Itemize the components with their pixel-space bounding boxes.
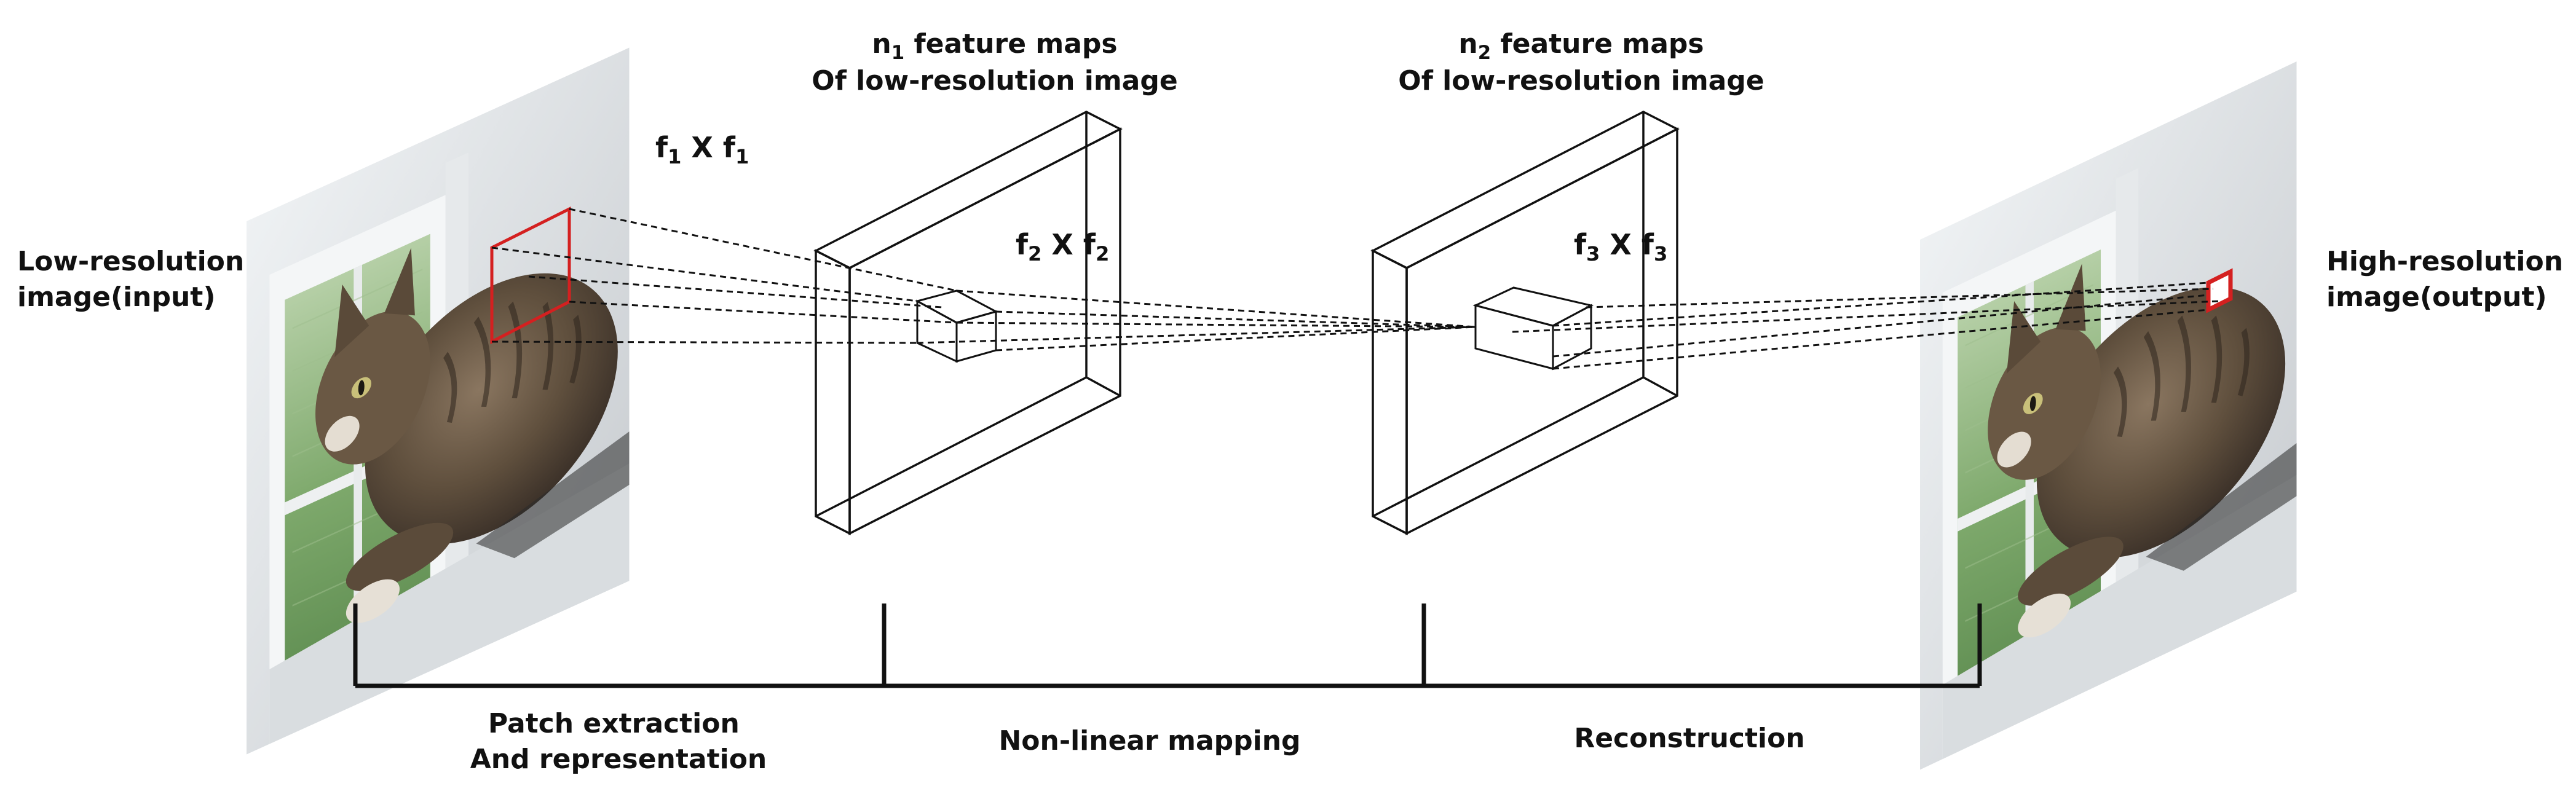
output-label: High-resolution image(output) [2326,246,2572,313]
stage-3-label: Reconstruction [1574,723,1804,754]
feature-map-block-1 [813,111,1123,535]
feature-maps-2-subtitle: Of low-resolution image [1398,65,1764,96]
projection-lines [491,208,2220,370]
input-label-line1: Low-resolution [17,246,244,277]
input-image [247,48,630,755]
filter2-b-sub: 2 [1096,242,1109,265]
filter2-a-sub: 2 [1028,242,1041,265]
stage-1-label: Patch extraction And representation [470,708,767,775]
output-image [1920,61,2297,770]
feature-map-block-2 [1370,111,1680,535]
filter2-b: f [1083,228,1096,261]
feature-maps-1-n-sub: 1 [891,42,904,64]
filter3-a-sub: 3 [1586,242,1600,265]
feature-maps-1-title: n1 feature maps [872,28,1117,64]
filter3-x: X [1600,228,1642,261]
output-label-line1: High-resolution [2326,246,2563,277]
stage-bracket [353,603,1982,688]
filter-size-2: f2 X f2 [1016,228,1109,265]
feature-maps-2-n: n [1458,28,1477,60]
filter2-x: X [1041,228,1083,261]
feature-maps-1-n: n [872,28,891,60]
feature-maps-2-title: n2 feature maps [1458,28,1704,64]
filter3-a: f [1574,228,1587,261]
feature-maps-1-subtitle: Of low-resolution image [812,65,1177,96]
filter-size-3: f3 X f3 [1574,228,1667,265]
stage-2-label: Non-linear mapping [998,725,1300,757]
output-patch-outline [2206,268,2233,313]
input-label: Low-resolution image(input) [17,246,254,313]
feature-maps-1-rest: feature maps [904,28,1117,60]
output-label-line2: image(output) [2326,281,2547,313]
filter-box-2 [1472,286,1594,371]
filter1-b-sub: 1 [735,145,749,168]
stage-1-line1: Patch extraction [488,708,740,739]
filter3-b-sub: 3 [1654,242,1667,265]
filter1-b: f [723,131,736,164]
filter3-b: f [1642,228,1654,261]
stage-1-line2: And representation [470,744,767,775]
feature-maps-2-n-sub: 2 [1478,42,1491,64]
feature-maps-2-rest: feature maps [1491,28,1704,60]
filter-size-1: f1 X f1 [655,131,749,168]
filter2-a: f [1016,228,1029,261]
input-label-line2: image(input) [17,281,215,313]
filter1-x: X [681,131,723,164]
filter1-a: f [655,131,668,164]
filter-box-1 [914,289,999,363]
filter1-a-sub: 1 [668,145,681,168]
